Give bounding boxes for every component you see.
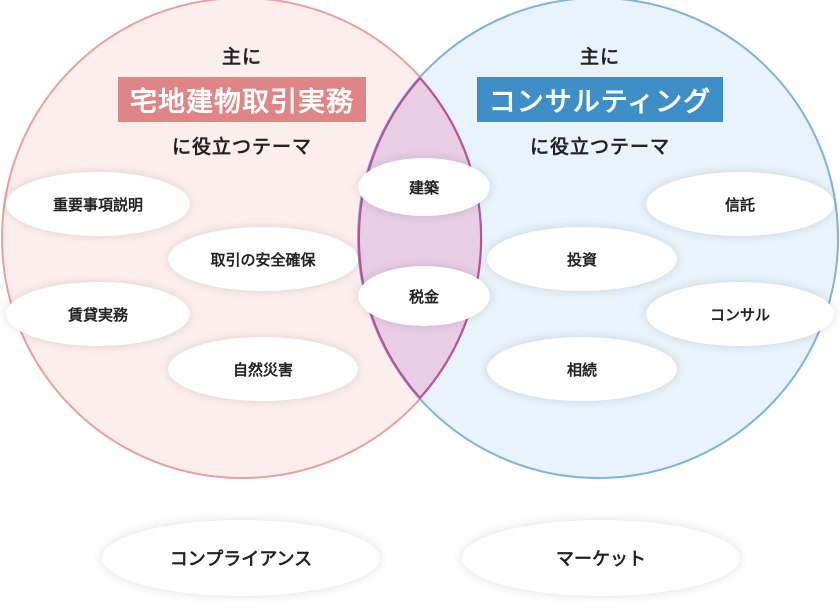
topic-zeikin: 税金 xyxy=(358,266,490,326)
left-heading-top: 主に xyxy=(221,46,262,68)
topic-shizen-saigai: 自然災害 xyxy=(168,337,358,401)
topic-torihiki-anzen: 取引の安全確保 xyxy=(168,227,358,291)
left-heading: 主に 宅地建物取引実務 に役立つテーマ xyxy=(92,42,392,159)
topic-juyo-jiko-setsumei: 重要事項説明 xyxy=(6,172,190,236)
topic-shintaku: 信託 xyxy=(646,172,834,236)
topic-market: マーケット xyxy=(462,520,740,596)
left-heading-banner: 宅地建物取引実務 xyxy=(118,77,366,122)
right-heading-bottom: に役立つテーマ xyxy=(529,136,670,158)
topic-chintai-jitsumu: 賃貸実務 xyxy=(6,282,190,346)
topic-kenchiku: 建築 xyxy=(358,158,490,216)
topic-konsaru: コンサル xyxy=(646,282,834,346)
topic-toushi: 投資 xyxy=(487,227,677,291)
right-heading: 主に コンサルティング に役立つテーマ xyxy=(450,42,750,159)
left-heading-bottom: に役立つテーマ xyxy=(171,136,312,158)
right-heading-banner: コンサルティング xyxy=(476,77,724,122)
right-heading-top: 主に xyxy=(579,46,620,68)
topic-souzoku: 相続 xyxy=(487,337,677,401)
topic-compliance: コンプライアンス xyxy=(102,520,380,596)
